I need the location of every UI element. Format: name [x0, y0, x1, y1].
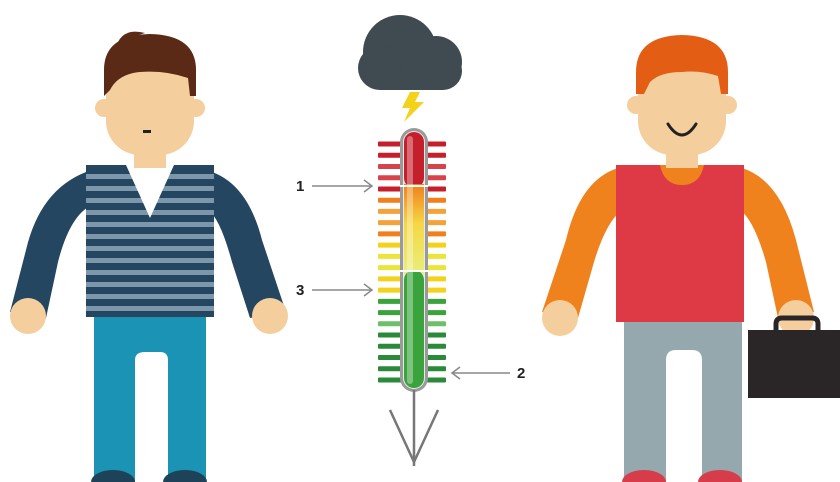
left-person-left-hand — [10, 298, 46, 334]
left-person-shoe-right — [163, 470, 207, 482]
right-person-head — [638, 55, 726, 155]
scale-bar — [426, 253, 446, 259]
storm-cloud-icon — [358, 15, 462, 90]
right-person-right-arm — [740, 168, 814, 318]
scale-bar — [426, 208, 446, 214]
scale-bar — [426, 276, 446, 282]
callout-1-number: 1 — [296, 178, 304, 195]
left-person-ear-left — [95, 99, 113, 117]
lightning-icon — [402, 92, 424, 122]
left-person-right-hand — [252, 298, 288, 334]
scale-bar — [378, 242, 402, 248]
scale-bar — [426, 175, 446, 181]
left-person-v-neck — [126, 165, 174, 218]
scale-bar — [378, 310, 402, 316]
thermometer-red-fill — [404, 132, 424, 188]
left-person-shoe-left — [91, 470, 135, 482]
callout-2: 2 — [450, 365, 525, 382]
scale-bar — [426, 377, 446, 383]
scale-bar — [378, 321, 402, 327]
right-person-ear-left — [627, 96, 645, 114]
scale-bar — [378, 366, 402, 372]
scale-bar — [378, 141, 402, 147]
thermometer-scale — [378, 141, 446, 383]
right-person-pants — [624, 320, 742, 482]
right-person-ear-right — [719, 96, 737, 114]
scale-bar — [426, 220, 446, 226]
right-person-left-arm — [542, 168, 622, 318]
scale-bar — [426, 163, 446, 169]
scale-bar — [378, 276, 402, 282]
scale-bar — [378, 287, 402, 293]
callout-3: 3 — [296, 282, 374, 299]
right-person-left-hand — [542, 300, 578, 336]
scale-bar — [426, 310, 446, 316]
left-person-mouth — [143, 130, 151, 133]
scale-bar — [426, 332, 446, 338]
scale-bar — [378, 355, 402, 361]
callout-3-number: 3 — [296, 282, 304, 299]
scale-bar — [378, 377, 402, 383]
right-person-smile — [666, 122, 698, 137]
left-person-ear-right — [187, 99, 205, 117]
scale-bar — [378, 186, 402, 192]
scale-bar — [426, 186, 446, 192]
left-person-left-arm — [10, 172, 92, 318]
scale-bar — [426, 355, 446, 361]
scale-bar — [378, 197, 402, 203]
right-person — [542, 35, 814, 482]
ground-arrow-icon — [388, 390, 440, 466]
left-person-right-arm — [208, 172, 286, 318]
left-person-jeans — [94, 312, 206, 482]
right-person-collar — [660, 165, 704, 185]
scale-bar — [426, 298, 446, 304]
scale-bar — [378, 175, 402, 181]
scale-bar — [378, 298, 402, 304]
scale-bar — [378, 332, 402, 338]
scale-bar — [426, 231, 446, 237]
scale-bar — [426, 343, 446, 349]
scale-bar — [378, 253, 402, 259]
callout-1: 1 — [296, 178, 374, 195]
thermometer-icon — [400, 128, 428, 392]
scale-bar — [378, 343, 402, 349]
right-person-hair — [636, 35, 728, 94]
scale-bar — [378, 208, 402, 214]
right-person-shirt — [616, 165, 744, 322]
scale-bar — [378, 152, 402, 158]
scale-bar — [426, 265, 446, 271]
thermometer-green-fill — [404, 270, 424, 388]
thermometer-gradient-fill — [404, 184, 424, 274]
briefcase-icon — [748, 315, 840, 398]
scale-bar — [378, 231, 402, 237]
scale-bar — [378, 265, 402, 271]
scale-bar — [378, 163, 402, 169]
left-person-head — [106, 55, 194, 155]
scale-bar — [426, 152, 446, 158]
scale-bar — [426, 141, 446, 147]
scale-bar — [426, 287, 446, 293]
scale-bar — [426, 366, 446, 372]
right-person-shoe-left — [622, 470, 666, 482]
scale-bar — [426, 197, 446, 203]
left-person — [10, 31, 288, 482]
right-person-shoe-right — [698, 470, 742, 482]
left-person-hair — [104, 34, 196, 96]
scale-bar — [378, 220, 402, 226]
scale-bar — [426, 321, 446, 327]
callout-2-number: 2 — [517, 365, 525, 382]
scale-bar — [426, 242, 446, 248]
